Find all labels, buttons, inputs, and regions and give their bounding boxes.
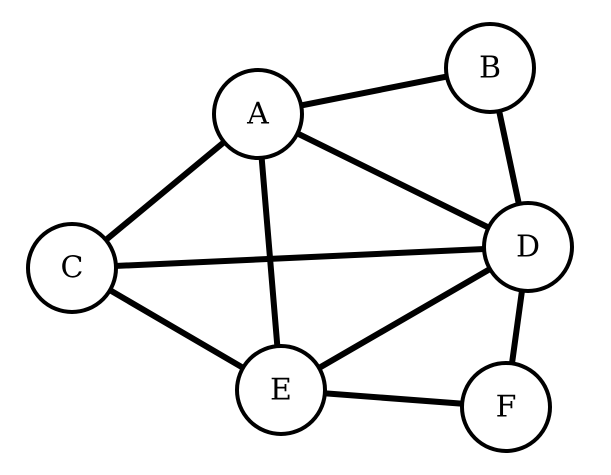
edge-a-d [255,111,531,250]
node-label-c: C [61,251,84,286]
node-f: F [460,361,552,453]
node-a: A [212,68,304,160]
node-circle-c [26,222,118,314]
node-label-f: F [496,390,517,425]
node-circle-a [212,68,304,160]
node-c: C [26,222,118,314]
node-circle-d [482,201,574,293]
node-label-a: A [246,97,269,132]
node-label-b: B [479,51,501,86]
edge-d-e [278,244,531,393]
node-circle-b [444,22,536,114]
node-circle-f [460,361,552,453]
edge-c-d [69,244,531,271]
node-circle-e [235,344,327,436]
nodes-layer: A B C D E F [26,22,574,453]
node-label-e: E [270,373,292,408]
node-e: E [235,344,327,436]
node-label-d: D [516,230,540,265]
node-b: B [444,22,536,114]
node-d: D [482,201,574,293]
edge-a-e [255,111,284,393]
